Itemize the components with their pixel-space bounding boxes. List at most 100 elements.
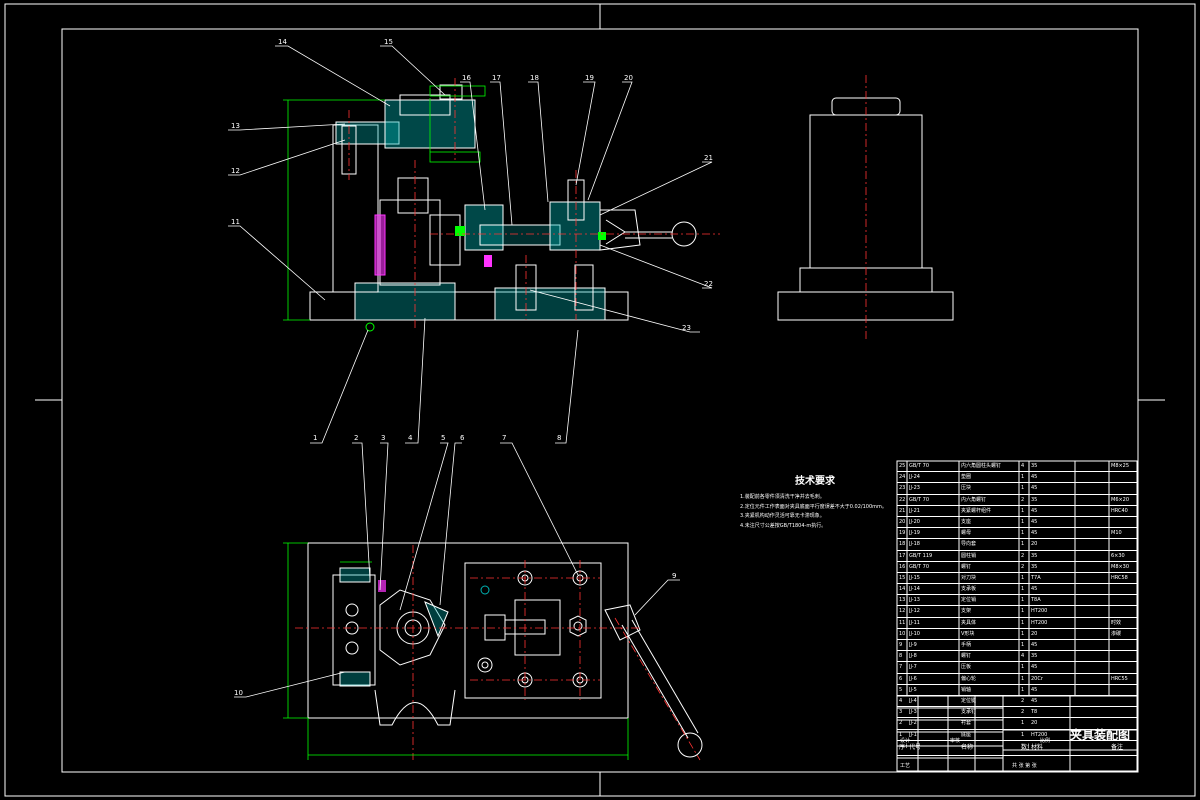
bom-cell: 1	[1021, 507, 1025, 514]
bom-cell: 垫圈	[961, 474, 972, 481]
bom-cell: GB/T 119	[909, 552, 933, 559]
bom-cell: 2	[1021, 697, 1025, 704]
bom-cell: 压块	[961, 485, 972, 492]
bom-header-cell: 代号	[909, 743, 922, 751]
bom-cell: JJ-2	[909, 720, 917, 727]
drawing-title: 夹具装配图	[1070, 728, 1131, 742]
bom-cell: 20Cr	[1031, 675, 1043, 682]
bom-cell: M8×25	[1111, 463, 1130, 469]
bom-cell: 45	[1031, 474, 1038, 481]
callout-10: 10	[234, 689, 243, 697]
bom-cell: 1	[1021, 720, 1025, 727]
bom-cell: 18	[899, 541, 906, 548]
bom-cell: GB/T 70	[909, 496, 929, 503]
bom-cell: 13	[899, 597, 906, 604]
bom-cell: 螺母	[961, 530, 972, 537]
bom-cell: 螺钉	[961, 563, 972, 570]
bom-cell: 35	[1031, 552, 1038, 559]
bom-cell: 4	[899, 697, 903, 704]
callout-15: 15	[384, 38, 393, 46]
bom-cell: 45	[1031, 642, 1038, 648]
bom-cell: HRC40	[1111, 507, 1128, 514]
bom-header-cell: 名称	[961, 743, 974, 751]
bom-cell: 11	[899, 619, 906, 626]
bom-cell: 25	[899, 463, 906, 469]
bom-cell: 2	[1021, 709, 1025, 716]
callout-23: 23	[682, 324, 691, 332]
bom-cell: T8	[1031, 709, 1038, 716]
bom-cell: 1	[1021, 608, 1025, 615]
bom-frame	[896, 460, 1138, 772]
bom-cell: JJ-9	[909, 642, 917, 648]
tech-requirements-title: 技术要求	[795, 476, 835, 487]
bom-cell: JJ-8	[909, 653, 917, 660]
bom-cell: 45	[1031, 686, 1038, 693]
bom-cell: 16	[899, 563, 906, 570]
bom-cell: 35	[1031, 463, 1038, 469]
bom-cell: 螺钉	[961, 653, 972, 660]
bom-cell: 8	[899, 653, 903, 660]
bom-cell: 1	[1021, 686, 1025, 693]
bom-cell: HRC58	[1111, 574, 1128, 581]
bom-cell: 圆柱销	[961, 552, 977, 559]
bom-cell: 20	[1031, 541, 1038, 548]
bom-header-cell: 材料	[1031, 743, 1044, 751]
leaders-bottom	[234, 317, 680, 698]
bom-cell: 销轴	[961, 686, 972, 693]
bom-cell: JJ-13	[909, 597, 920, 604]
bom-cell: 1	[1021, 630, 1025, 637]
bom-cell: T7A	[1031, 574, 1041, 581]
bom-cell: JJ-11	[909, 619, 920, 626]
bom-cell: 1	[1021, 541, 1025, 548]
bom-header-row: 序号代号名称数量材料备注	[897, 741, 1137, 756]
bom-cell: JJ-4	[909, 697, 917, 704]
bom-cell: JJ-3	[909, 709, 917, 716]
bom-cell: 1	[1021, 485, 1025, 492]
leaders-top	[228, 45, 713, 333]
callout-20: 20	[624, 74, 633, 82]
bom-cell: 45	[1031, 586, 1038, 593]
bom-cell: 22	[899, 496, 906, 503]
title-block-process: 工艺	[900, 763, 911, 769]
bom-cell: 23	[899, 485, 906, 492]
bom-cell: 支承板	[961, 586, 977, 593]
callout-17: 17	[492, 74, 501, 82]
callout-6: 6	[460, 434, 465, 442]
sheet-frame	[4, 3, 1196, 797]
bom-cell: GB/T 70	[909, 463, 929, 469]
bom-cell: JJ-21	[909, 507, 920, 514]
bom-cell: 夹紧螺杆组件	[961, 507, 992, 514]
bom-cell: 45	[1031, 518, 1038, 525]
callout-16: 16	[462, 74, 471, 82]
bom-cell: JJ-19	[909, 530, 920, 537]
bom-cell: HT200	[1031, 608, 1048, 615]
bom-cell: GB/T 70	[909, 563, 929, 570]
bom-cell: 35	[1031, 496, 1038, 503]
tech-requirement-line: 3.夹紧机构动作灵活可靠无卡滞现象。	[740, 513, 825, 519]
plan-view	[283, 542, 703, 761]
bom-cell: 2	[1021, 552, 1025, 559]
side-view	[777, 75, 954, 340]
title-block-sheet: 共 张 第 张	[1012, 763, 1037, 769]
bom-cell: JJ-20	[909, 518, 920, 525]
callout-3: 3	[381, 434, 385, 442]
bom-cell: V形块	[961, 630, 975, 637]
bom-cell: 24	[899, 474, 906, 481]
bom-cell: 支架	[961, 608, 972, 615]
bom-cell: JJ-6	[909, 675, 917, 682]
bom-cell: JJ-10	[909, 630, 920, 637]
bom-cell: 4	[1021, 653, 1025, 660]
callout-1: 1	[313, 434, 317, 442]
bom-cell: T8A	[1031, 597, 1041, 604]
callout-8: 8	[557, 434, 561, 442]
front-section-view	[283, 78, 720, 332]
